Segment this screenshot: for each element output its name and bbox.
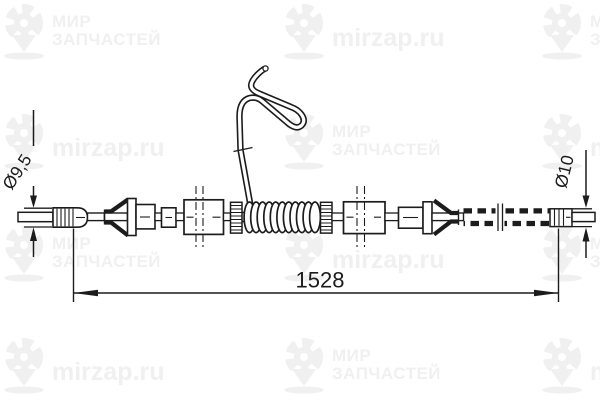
guide-hook-tube <box>233 65 307 212</box>
tube-open-tip <box>262 65 269 72</box>
right-end-fitting <box>549 208 596 228</box>
threaded-adjuster-1 <box>229 201 243 234</box>
cylinder-sleeve <box>397 206 424 230</box>
left-diameter-label: Ø9,5 <box>0 150 36 193</box>
mounting-bracket-1 <box>183 186 225 248</box>
left-abutment-clip <box>103 197 156 238</box>
right-diameter-label: Ø10 <box>550 153 577 190</box>
grommet-block <box>160 207 177 229</box>
cable-rod <box>384 212 400 222</box>
compression-spring <box>242 201 322 234</box>
dimension-overall-length: 1528 <box>72 228 560 302</box>
centerline <box>195 186 204 248</box>
right-abutment-clip <box>422 198 465 237</box>
left-end-fitting <box>17 207 106 228</box>
dimension-right-diameter: Ø10 <box>550 150 590 258</box>
cable-rod <box>175 212 185 222</box>
tube-joint-tick <box>233 146 253 153</box>
dimension-left-diameter: Ø9,5 <box>0 110 37 257</box>
cable-rod <box>331 212 345 222</box>
cable-rod <box>154 212 163 222</box>
threaded-adjuster-2 <box>319 201 333 234</box>
cable-assembly <box>17 186 596 248</box>
conduit-joint-ticks <box>497 203 504 231</box>
overall-length-label: 1528 <box>296 268 345 293</box>
mounting-bracket-2 <box>342 186 386 248</box>
cable-rod <box>222 212 232 222</box>
centerline <box>356 186 366 248</box>
conduit-sleeve <box>463 203 550 231</box>
